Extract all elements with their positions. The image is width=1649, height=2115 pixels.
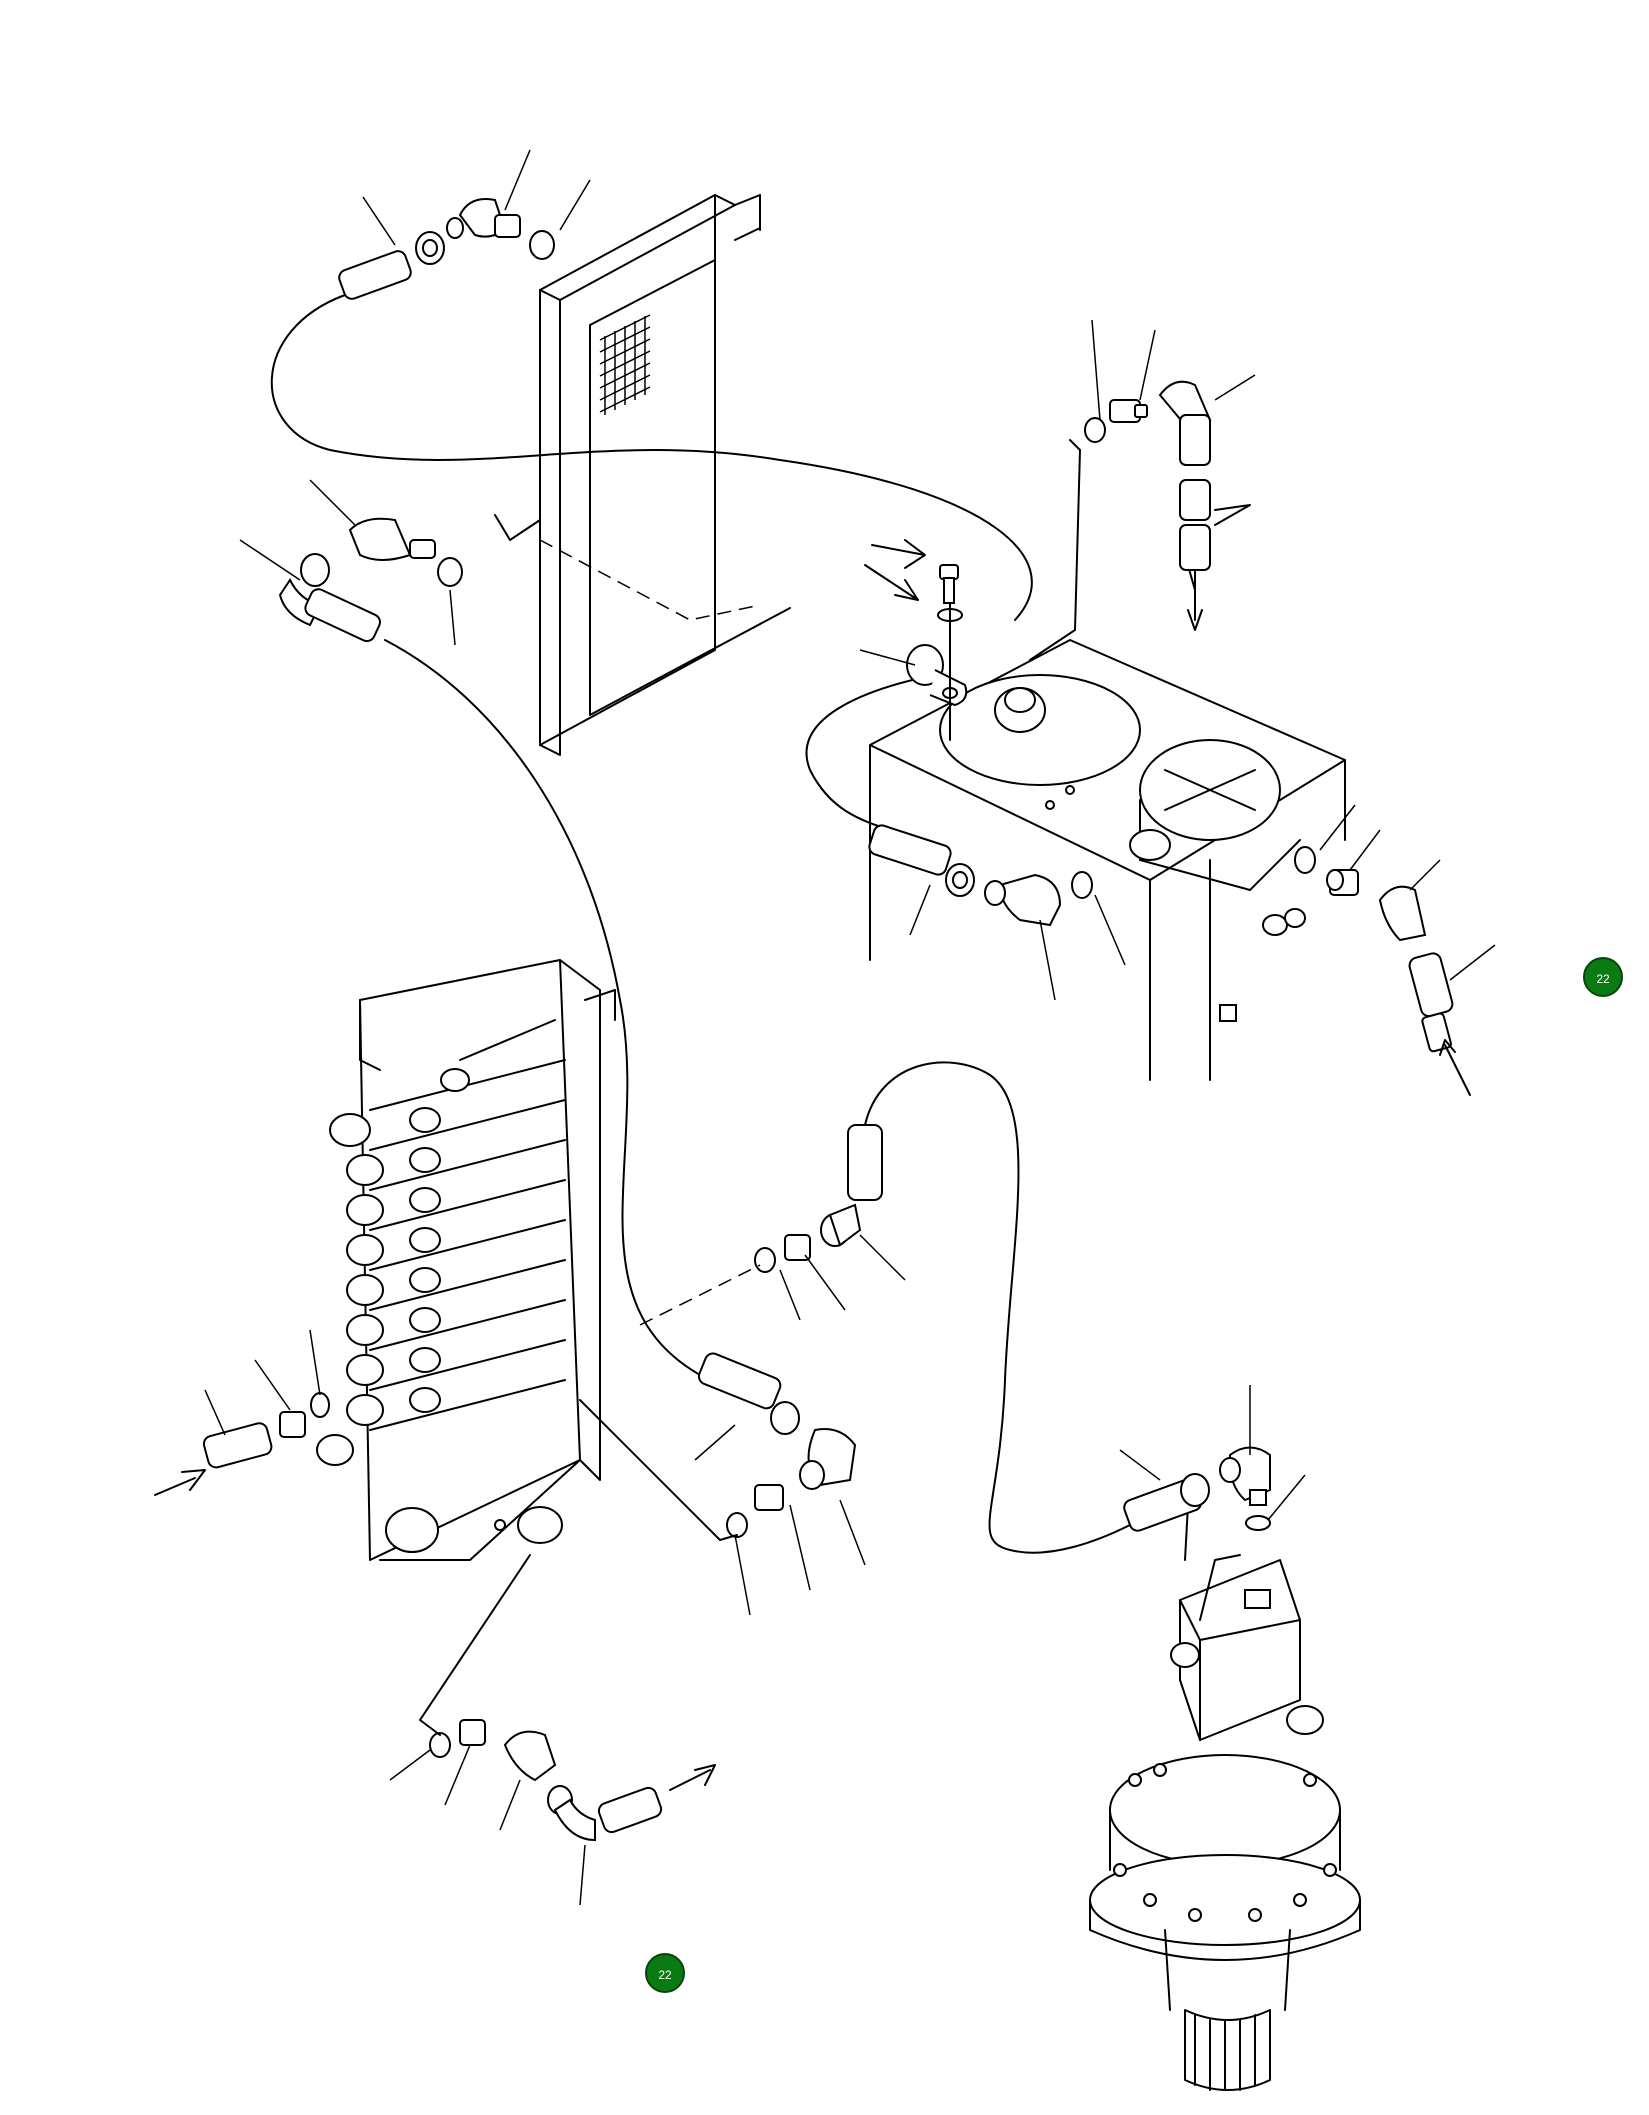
swing-motor	[1089, 1554, 1361, 2091]
elbow-fitting	[984, 873, 1062, 927]
clamp	[906, 644, 968, 707]
motor-bolts	[1113, 1763, 1337, 1922]
o-ring	[1084, 417, 1106, 443]
hose-segment	[1179, 524, 1211, 571]
radiator	[494, 194, 791, 756]
fitting-group-valve-outlet	[419, 1554, 716, 1842]
hydraulic-tank	[869, 639, 1346, 1081]
elbow-fitting	[446, 198, 521, 239]
o-ring	[754, 1247, 776, 1273]
elbow-fitting	[1219, 1446, 1271, 1506]
o-ring	[437, 557, 463, 587]
leader-lines	[204, 149, 1496, 1906]
clamp-assembly	[864, 539, 968, 741]
adapter	[1326, 869, 1359, 896]
valve-ports	[316, 1068, 563, 1553]
fitting-group-middle	[639, 1124, 883, 1326]
tank-cover-plate	[939, 674, 1141, 786]
hose-end-fitting	[868, 824, 975, 897]
o-ring	[429, 1732, 451, 1758]
control-valve	[316, 959, 616, 1561]
adapter	[459, 1719, 486, 1746]
hoses	[270, 294, 1196, 1561]
adapter	[1109, 399, 1148, 423]
page-reference-badge-bottom[interactable]: 22	[645, 1953, 685, 1993]
adapter	[279, 1411, 306, 1438]
adapter	[754, 1484, 784, 1511]
radiator-core-mesh	[599, 314, 651, 415]
adapter	[784, 1234, 811, 1261]
hose-control-valve-to-radiator	[384, 639, 701, 1376]
o-ring	[1071, 871, 1093, 899]
fitting-group-valve-inlet	[154, 1392, 330, 1496]
elbow-fitting	[1378, 885, 1427, 942]
fitting-group-tank-side	[868, 824, 1093, 927]
fitting-group-tank-top	[1029, 380, 1251, 661]
bolt	[939, 564, 959, 604]
hose-segment	[847, 1124, 883, 1201]
elbow-fitting	[503, 1730, 557, 1782]
elbow-fitting	[348, 517, 436, 561]
fitting-group-radiator-top	[338, 198, 555, 300]
hose-segment	[1179, 479, 1211, 521]
o-ring	[529, 230, 555, 260]
hose-end-fitting	[547, 1785, 663, 1842]
hose-end-fitting	[1123, 1473, 1210, 1532]
hose-end-fitting	[1408, 952, 1454, 1053]
o-ring	[1294, 846, 1316, 874]
hose-end-fitting	[278, 553, 381, 643]
hose-end-fitting	[202, 1422, 273, 1469]
o-ring	[726, 1512, 748, 1538]
hose-tank-return	[805, 674, 936, 831]
o-ring	[1245, 1515, 1271, 1531]
hose-radiator-to-tank	[270, 294, 1033, 621]
hose-swing-motor	[864, 1061, 1131, 1554]
page-reference-badge-right[interactable]: 22	[1583, 957, 1623, 997]
o-ring	[310, 1392, 330, 1418]
hose-segment	[1179, 414, 1211, 466]
fitting-group-radiator-left	[278, 517, 463, 643]
hose-end-fitting	[697, 1352, 800, 1435]
valve-spool-sections	[369, 1059, 566, 1431]
fitting-group-tank-right	[1294, 846, 1471, 1096]
elbow-fitting	[799, 1428, 857, 1490]
hose-end-fitting	[338, 231, 445, 300]
elbow-fitting	[820, 1203, 862, 1247]
fitting-group-swing-motor	[1123, 1446, 1271, 1532]
fitting-group-valve-right	[579, 1352, 857, 1541]
